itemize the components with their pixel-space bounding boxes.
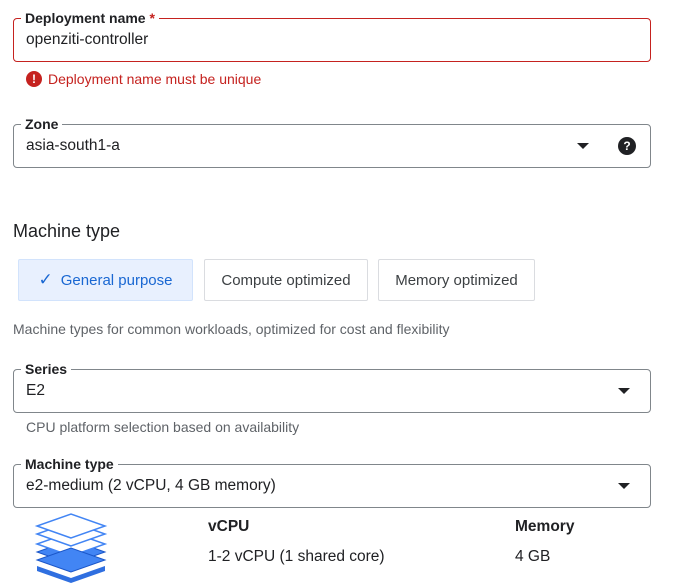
deployment-name-input[interactable]: openziti-controller bbox=[26, 31, 149, 48]
deployment-name-field[interactable]: Deployment name * openziti-controller bbox=[13, 9, 651, 62]
series-hint: CPU platform selection based on availabi… bbox=[26, 419, 300, 435]
tab-compute-optimized[interactable]: Compute optimized bbox=[204, 259, 368, 301]
tab-general-purpose[interactable]: ✓ General purpose bbox=[18, 259, 193, 301]
vcpu-header: vCPU bbox=[208, 518, 250, 535]
machine-family-description: Machine types for common workloads, opti… bbox=[13, 321, 450, 337]
deployment-name-error: ! Deployment name must be unique bbox=[26, 71, 261, 87]
machine-type-select[interactable]: Machine type e2-medium (2 vCPU, 4 GB mem… bbox=[13, 455, 651, 508]
chevron-down-icon[interactable] bbox=[618, 483, 630, 489]
help-icon[interactable]: ? bbox=[618, 137, 636, 155]
zone-value: asia-south1-a bbox=[26, 137, 120, 154]
machine-stack-icon bbox=[34, 513, 108, 583]
vcpu-value: 1-2 vCPU (1 shared core) bbox=[208, 548, 385, 565]
zone-label: Zone bbox=[21, 115, 63, 133]
tab-compute-optimized-label: Compute optimized bbox=[221, 271, 351, 289]
chevron-down-icon[interactable] bbox=[577, 143, 589, 149]
deployment-name-error-text: Deployment name must be unique bbox=[48, 71, 262, 87]
tab-general-purpose-label: General purpose bbox=[60, 271, 173, 289]
deployment-name-label-text: Deployment name bbox=[25, 10, 146, 26]
series-value: E2 bbox=[26, 382, 45, 399]
chevron-down-icon[interactable] bbox=[618, 388, 630, 394]
deployment-name-label: Deployment name * bbox=[21, 9, 159, 27]
memory-header: Memory bbox=[515, 518, 575, 535]
tab-memory-optimized-label: Memory optimized bbox=[395, 271, 518, 289]
machine-type-value: e2-medium (2 vCPU, 4 GB memory) bbox=[26, 477, 276, 494]
series-select[interactable]: Series E2 bbox=[13, 360, 651, 413]
tab-memory-optimized[interactable]: Memory optimized bbox=[378, 259, 535, 301]
series-label: Series bbox=[21, 360, 72, 378]
machine-type-section-title: Machine type bbox=[13, 221, 121, 241]
memory-value: 4 GB bbox=[515, 548, 551, 565]
zone-select[interactable]: Zone asia-south1-a ? bbox=[13, 115, 651, 168]
machine-type-label: Machine type bbox=[21, 455, 118, 473]
check-icon: ✓ bbox=[38, 270, 53, 289]
error-icon: ! bbox=[26, 71, 42, 87]
required-asterisk: * bbox=[149, 10, 155, 26]
